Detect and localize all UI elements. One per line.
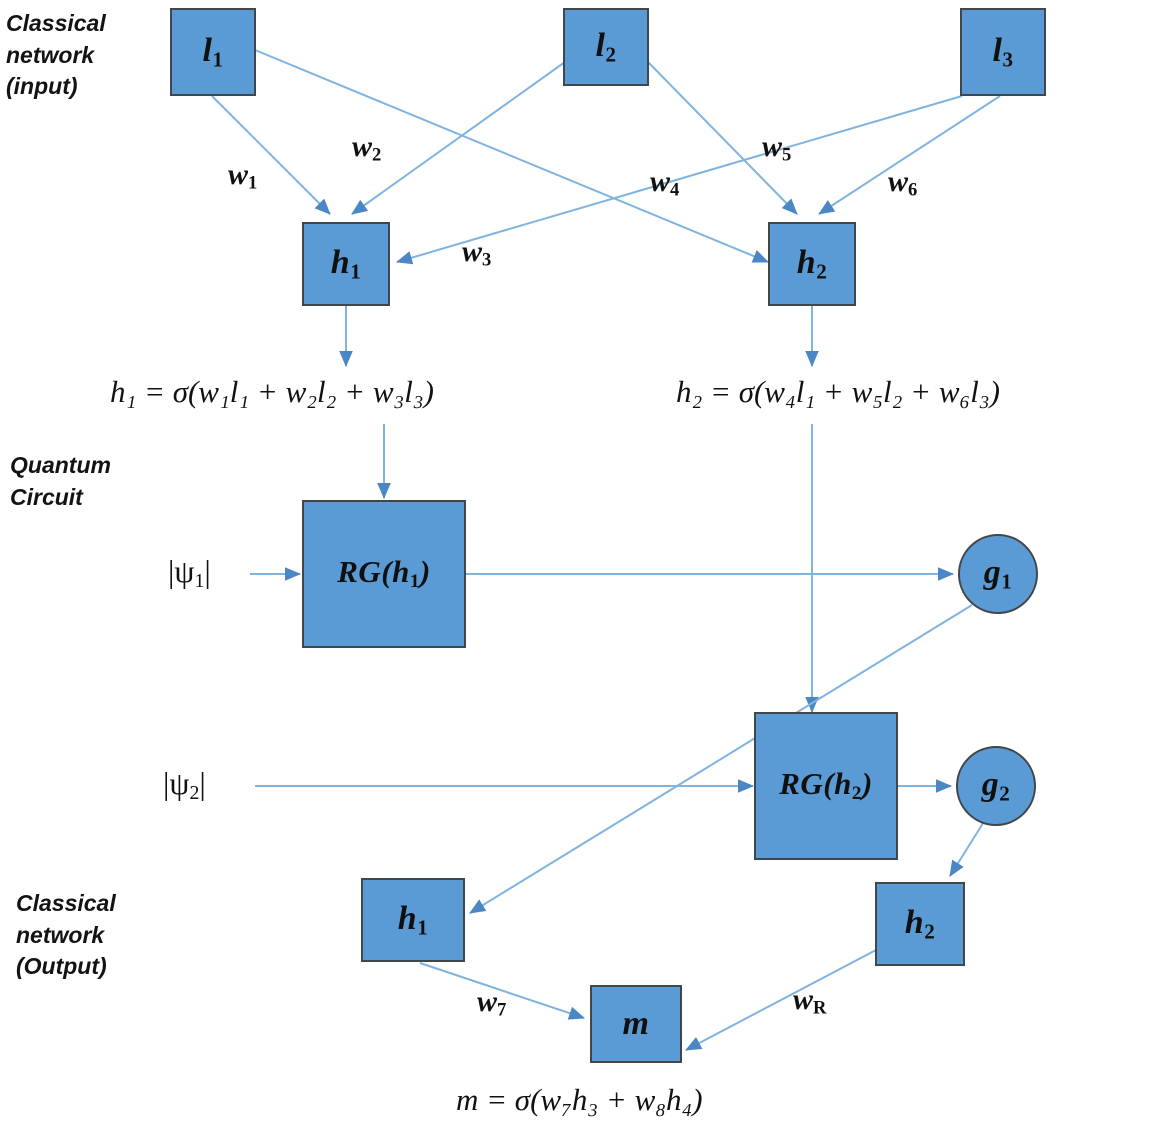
- section-label-output: Classical network (Output): [16, 890, 116, 980]
- node-out-h2[interactable]: h2: [875, 882, 965, 966]
- equation-h1: h₁ = σ(w₁l₁ + w₂l₂ + w₃l₃): [110, 374, 435, 409]
- node-l1-label: l1: [202, 31, 224, 72]
- node-l1[interactable]: l1: [170, 8, 256, 96]
- equation-h2: h₂ = σ(w₄l₁ + w₅l₂ + w₆l₃): [676, 374, 1001, 409]
- node-g2-label: g2: [981, 765, 1011, 806]
- weight-label-w1: w1: [228, 158, 258, 194]
- weight-label-w5: w5: [762, 130, 792, 166]
- node-g1-label: g1: [983, 553, 1013, 594]
- section-label-input: Classical network (input): [6, 10, 106, 100]
- node-h2[interactable]: h2: [768, 222, 856, 306]
- node-m-label: m: [622, 1005, 650, 1042]
- equation-m: m = σ(w₇h₃ + w₈h₄): [456, 1082, 703, 1117]
- weight-label-w3: w3: [462, 235, 492, 271]
- gate-rg-h2-label: RG(h2): [779, 766, 873, 805]
- node-g2[interactable]: g2: [956, 746, 1036, 826]
- node-l2[interactable]: l2: [563, 8, 649, 86]
- node-l3-label: l3: [992, 31, 1014, 72]
- node-h1[interactable]: h1: [302, 222, 390, 306]
- weight-label-wR: wR: [793, 983, 827, 1019]
- node-m[interactable]: m: [590, 985, 682, 1063]
- section-label-quantum: Quantum Circuit: [10, 452, 111, 510]
- weight-label-w4: w4: [650, 165, 680, 201]
- node-out-h1-label: h1: [397, 899, 429, 940]
- node-g1[interactable]: g1: [958, 534, 1038, 614]
- node-h1-label: h1: [330, 243, 362, 284]
- weight-label-w7: w7: [477, 985, 507, 1021]
- gate-rg-h1[interactable]: RG(h1): [302, 500, 466, 648]
- ket-psi1: |ψ1|: [168, 553, 211, 592]
- node-l3[interactable]: l3: [960, 8, 1046, 96]
- node-out-h2-label: h2: [904, 903, 936, 944]
- weight-label-w2: w2: [352, 130, 382, 166]
- node-out-h1[interactable]: h1: [361, 878, 465, 962]
- node-h2-label: h2: [796, 243, 828, 284]
- weight-label-w6: w6: [888, 165, 918, 201]
- node-l2-label: l2: [595, 26, 617, 67]
- ket-psi2: |ψ2|: [163, 765, 206, 804]
- gate-rg-h2[interactable]: RG(h2): [754, 712, 898, 860]
- gate-rg-h1-label: RG(h1): [337, 554, 431, 593]
